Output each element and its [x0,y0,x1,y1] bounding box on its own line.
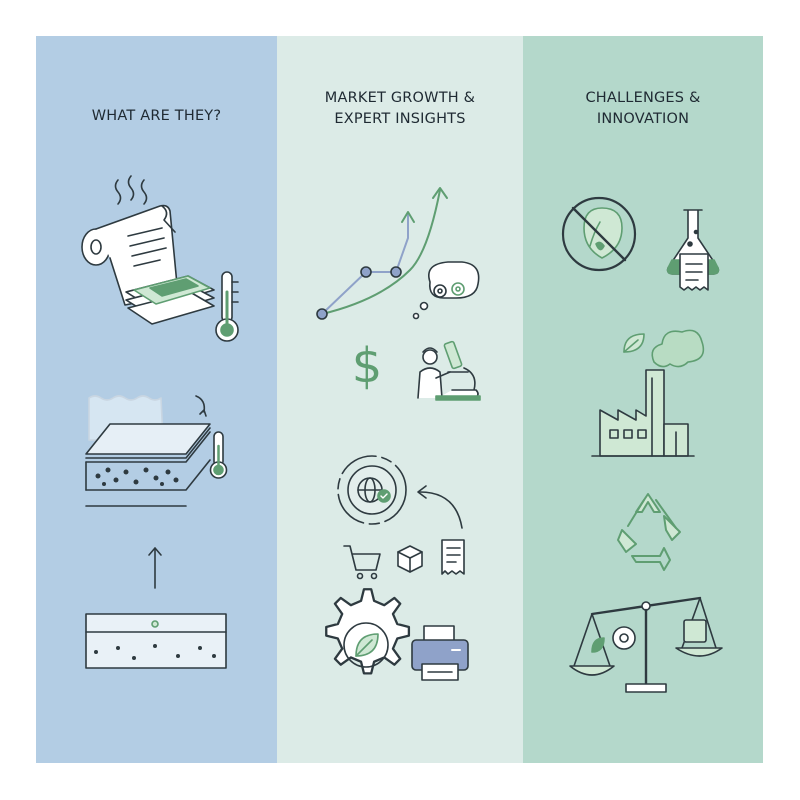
lab-flask-icon [666,209,720,291]
title-line: INNOVATION [596,111,690,127]
global-commerce-icon [337,455,465,580]
eco-printing-icon [325,588,469,681]
green-factory-icon [591,329,705,457]
scientist-microscope-icon [417,340,481,401]
coating-substrate-icon [85,613,227,669]
title-line: EXPERT INSIGHTS [334,111,466,127]
column-title: WHAT ARE THEY? [36,106,277,127]
dollar-icon: $ [352,338,383,394]
balance-scale-icon [569,596,723,693]
heated-paper-roll-icon [81,175,239,342]
svg-text:$: $ [352,338,383,394]
recycle-icon [617,493,681,571]
no-bpa-icon [561,196,637,272]
column-title: MARKET GROWTH & EXPERT INSIGHTS [277,88,523,130]
up-arrow-icon [148,547,162,589]
coated-layers-icon [85,395,228,507]
column-challenges: CHALLENGES & INNOVATION [523,36,763,763]
growth-chart-icon [316,187,448,320]
column-title: CHALLENGES & INNOVATION [523,88,763,130]
title-line: MARKET GROWTH & [324,90,476,106]
idea-bubble-icon [412,261,480,320]
column-market-growth: MARKET GROWTH & EXPERT INSIGHTS [277,36,523,763]
title-line: CHALLENGES & [585,90,701,106]
title-line: WHAT ARE THEY? [91,108,222,124]
